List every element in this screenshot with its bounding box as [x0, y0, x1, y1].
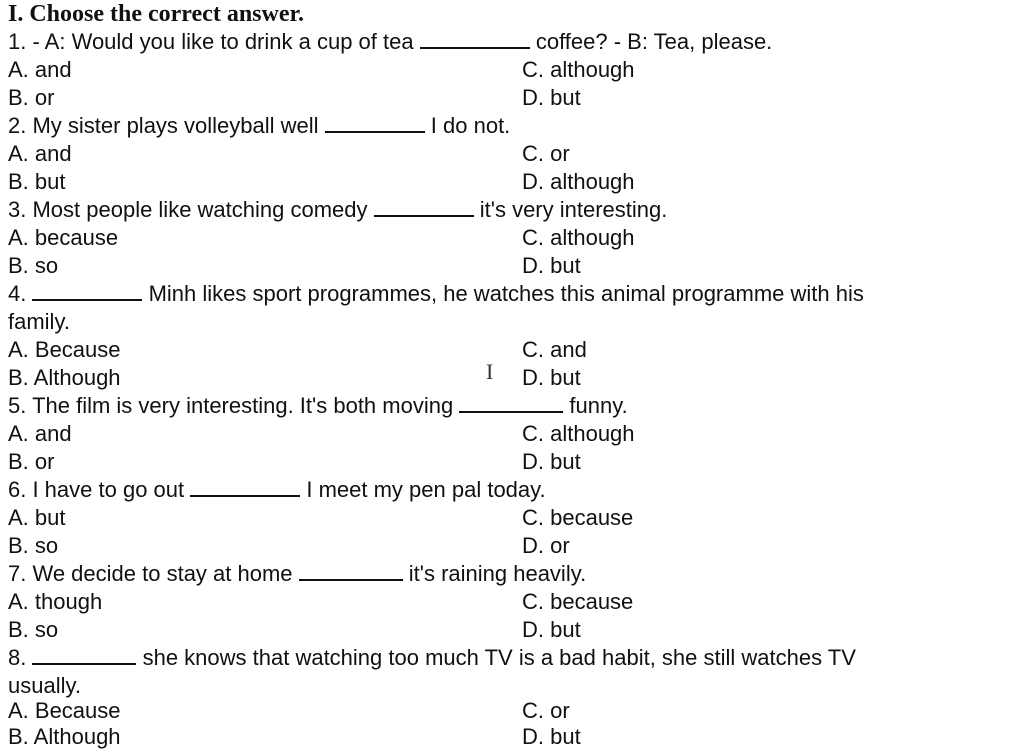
question-5-text-before: 5. The film is very interesting. It's bo…: [8, 393, 460, 418]
option-a[interactable]: A. though: [8, 589, 103, 614]
question-7-text-after: it's raining heavily.: [402, 561, 587, 586]
option-c[interactable]: C. because: [522, 589, 634, 614]
option-d[interactable]: D. but: [522, 85, 581, 110]
question-2: 2. My sister plays volleyball well I do …: [8, 112, 510, 140]
option-d[interactable]: D. although: [522, 169, 635, 194]
option-a[interactable]: A. but: [8, 505, 66, 530]
answer-blank: [419, 29, 530, 49]
option-a[interactable]: A. and: [8, 57, 72, 82]
option-b[interactable]: B. so: [8, 617, 59, 642]
question-5: 5. The film is very interesting. It's bo…: [8, 392, 628, 420]
option-b[interactable]: B. but: [8, 169, 66, 194]
option-b[interactable]: B. so: [8, 533, 59, 558]
option-a[interactable]: A. because: [8, 225, 119, 250]
question-8-text-after: she knows that watching too much TV is a…: [136, 645, 856, 670]
question-3-text-after: it's very interesting.: [473, 197, 668, 222]
option-d[interactable]: D. but: [522, 365, 581, 390]
option-d[interactable]: D. but: [522, 724, 581, 749]
question-4-text-before: 4.: [8, 281, 33, 306]
answer-blank: [32, 645, 137, 665]
question-8-text-before: 8.: [8, 645, 33, 670]
option-c[interactable]: C. and: [522, 337, 587, 362]
question-6: 6. I have to go out I meet my pen pal to…: [8, 476, 546, 504]
option-c[interactable]: C. because: [522, 505, 634, 530]
option-a[interactable]: A. and: [8, 421, 72, 446]
option-a[interactable]: A. and: [8, 141, 72, 166]
option-d[interactable]: D. but: [522, 253, 581, 278]
answer-blank: [459, 393, 564, 413]
answer-blank: [324, 113, 425, 133]
option-c[interactable]: C. or: [522, 141, 570, 166]
question-1: 1. - A: Would you like to drink a cup of…: [8, 28, 772, 56]
question-8-continuation: usually.: [8, 673, 81, 698]
answer-blank: [298, 561, 403, 581]
text-cursor-icon: I: [486, 359, 494, 384]
option-c[interactable]: C. although: [522, 421, 635, 446]
question-3-text-before: 3. Most people like watching comedy: [8, 197, 374, 222]
question-5-text-after: funny.: [563, 393, 628, 418]
answer-blank: [190, 477, 301, 497]
question-2-text-before: 2. My sister plays volleyball well: [8, 113, 325, 138]
question-4: 4. Minh likes sport programmes, he watch…: [8, 280, 864, 308]
question-3: 3. Most people like watching comedy it's…: [8, 196, 667, 224]
option-c[interactable]: C. although: [522, 225, 635, 250]
question-4-text-after: Minh likes sport programmes, he watches …: [142, 281, 864, 306]
question-6-text-before: 6. I have to go out: [8, 477, 191, 502]
question-6-text-after: I meet my pen pal today.: [300, 477, 546, 502]
question-1-text-after: coffee? - B: Tea, please.: [529, 29, 773, 54]
option-b[interactable]: B. or: [8, 449, 55, 474]
option-b[interactable]: B. Although: [8, 724, 121, 749]
question-7-text-before: 7. We decide to stay at home: [8, 561, 299, 586]
answer-blank: [373, 197, 474, 217]
question-7: 7. We decide to stay at home it's rainin…: [8, 560, 586, 588]
question-1-text-before: 1. - A: Would you like to drink a cup of…: [8, 29, 420, 54]
question-2-text-after: I do not.: [424, 113, 511, 138]
option-b[interactable]: B. Although: [8, 365, 121, 390]
option-c[interactable]: C. or: [522, 698, 570, 723]
option-a[interactable]: A. Because: [8, 698, 121, 723]
option-d[interactable]: D. but: [522, 449, 581, 474]
worksheet-heading: I. Choose the correct answer.: [8, 1, 304, 27]
answer-blank: [32, 281, 143, 301]
option-d[interactable]: D. or: [522, 533, 570, 558]
option-d[interactable]: D. but: [522, 617, 581, 642]
option-b[interactable]: B. or: [8, 85, 55, 110]
option-b[interactable]: B. so: [8, 253, 59, 278]
option-a[interactable]: A. Because: [8, 337, 121, 362]
question-4-continuation: family.: [8, 309, 70, 334]
option-c[interactable]: C. although: [522, 57, 635, 82]
question-8: 8. she knows that watching too much TV i…: [8, 644, 856, 672]
